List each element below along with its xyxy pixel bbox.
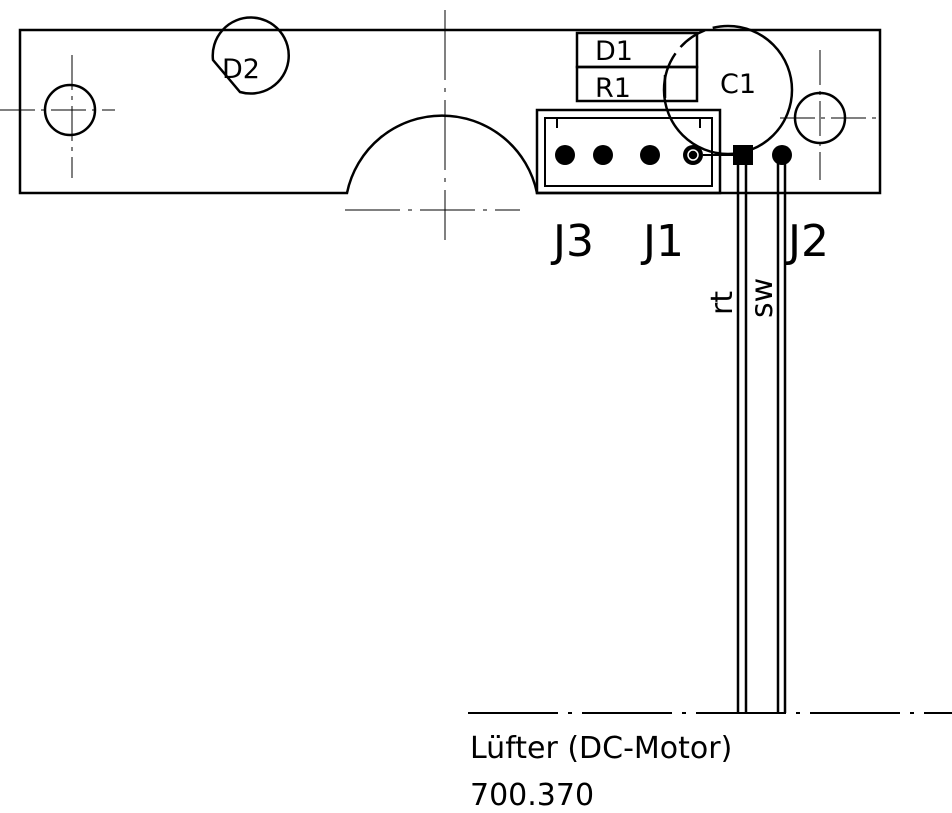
fan-part-number: 700.370 [470,778,594,813]
j3-label: J3 [550,216,594,267]
wire-black-label: sw [745,278,780,318]
pin-4 [683,145,703,165]
j2-pad-square [733,145,753,165]
pin-2 [593,145,613,165]
fan-wires [736,162,787,713]
d1-label: D1 [595,36,633,67]
d2-outline [211,16,290,95]
d2-label: D2 [222,54,260,85]
r1-label: R1 [595,73,631,104]
pin-1 [555,145,575,165]
connector-housing-inner [544,117,713,187]
pcb-outline [18,28,882,195]
r1-body [575,65,699,103]
mounting-hole-left [43,83,97,137]
j1-label: J1 [640,216,684,267]
connector-pins [555,145,703,165]
pin-3 [640,145,660,165]
connector-housing-outer [535,108,722,195]
wire-red-label: rt [705,291,740,315]
center-lines [0,10,880,240]
fan-caption: Lüfter (DC-Motor) [470,731,732,766]
c1-label: C1 [720,69,756,100]
j2-label: J2 [785,216,829,267]
mounting-hole-right [793,91,847,145]
j2-pad-round [772,145,792,165]
pin-4-ring [687,149,699,161]
